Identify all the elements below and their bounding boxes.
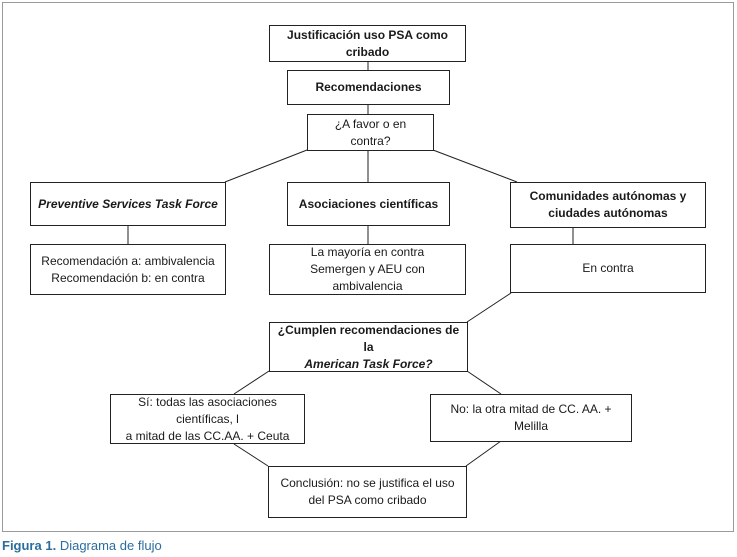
communities-result-box: En contra xyxy=(510,244,706,293)
recommendations-box: Recomendaciones xyxy=(287,70,450,105)
communities-result-line-1: En contra xyxy=(582,261,634,275)
no-outcome-label: No: la otra mitad de CC. AA. + Melilla xyxy=(450,402,612,433)
yes-outcome-line-1: Sí: todas las asociaciones científicas, … xyxy=(138,394,277,426)
yes-outcome-box: Sí: todas las asociaciones científicas, … xyxy=(110,394,305,444)
question-box: ¿A favor o en contra? xyxy=(307,114,434,151)
question-box-label: ¿A favor o en contra? xyxy=(334,116,407,148)
autonomous-communities-box: Comunidades autónomas y ciudades autónom… xyxy=(510,182,706,228)
scientific-associations-label: Asociaciones científicas xyxy=(298,196,439,211)
recommendations-box-label: Recomendaciones xyxy=(315,80,422,94)
associations-result-box: La mayoría en contra Semergen y AEU con … xyxy=(269,244,466,295)
american-task-force-question-box: ¿Cumplen recomendaciones de la American … xyxy=(269,322,468,372)
american-question-line-1: ¿Cumplen recomendaciones de la xyxy=(277,322,460,354)
conclusion-line-2: del PSA como cribado xyxy=(308,493,427,507)
autonomous-communities-label-line-2: ciudades autónomas xyxy=(548,206,668,220)
associations-result-line-1: La mayoría en contra xyxy=(310,245,425,259)
american-question-line-2: American Task Force? xyxy=(304,356,433,371)
justification-box-label: Justificación uso PSA como cribado xyxy=(287,27,448,59)
yes-outcome-line-2: a mitad de las CC.AA. + Ceuta xyxy=(125,428,290,443)
preventive-result-line-2: Recomendación b: en contra xyxy=(51,270,205,285)
preventive-services-box: Preventive Services Task Force xyxy=(30,182,226,226)
conclusion-box: Conclusión: no se justifica el uso del P… xyxy=(268,466,467,518)
preventive-result-line-1: Recomendación a: ambivalencia xyxy=(41,253,215,268)
preventive-services-label: Preventive Services Task Force xyxy=(38,196,218,211)
no-outcome-box: No: la otra mitad de CC. AA. + Melilla xyxy=(430,394,632,442)
preventive-result-box: Recomendación a: ambivalencia Recomendac… xyxy=(30,244,226,295)
figure-caption-label: Figura 1. xyxy=(2,538,57,553)
figure-caption-text: Diagrama de flujo xyxy=(59,538,162,553)
scientific-associations-box: Asociaciones científicas xyxy=(287,182,450,226)
justification-box: Justificación uso PSA como cribado xyxy=(269,25,466,62)
associations-result-line-2: Semergen y AEU con ambivalencia xyxy=(310,262,425,293)
conclusion-line-1: Conclusión: no se justifica el uso xyxy=(280,476,455,490)
figure-caption: Figura 1. Diagrama de flujo xyxy=(2,538,162,553)
autonomous-communities-label-line-1: Comunidades autónomas y xyxy=(529,189,687,203)
